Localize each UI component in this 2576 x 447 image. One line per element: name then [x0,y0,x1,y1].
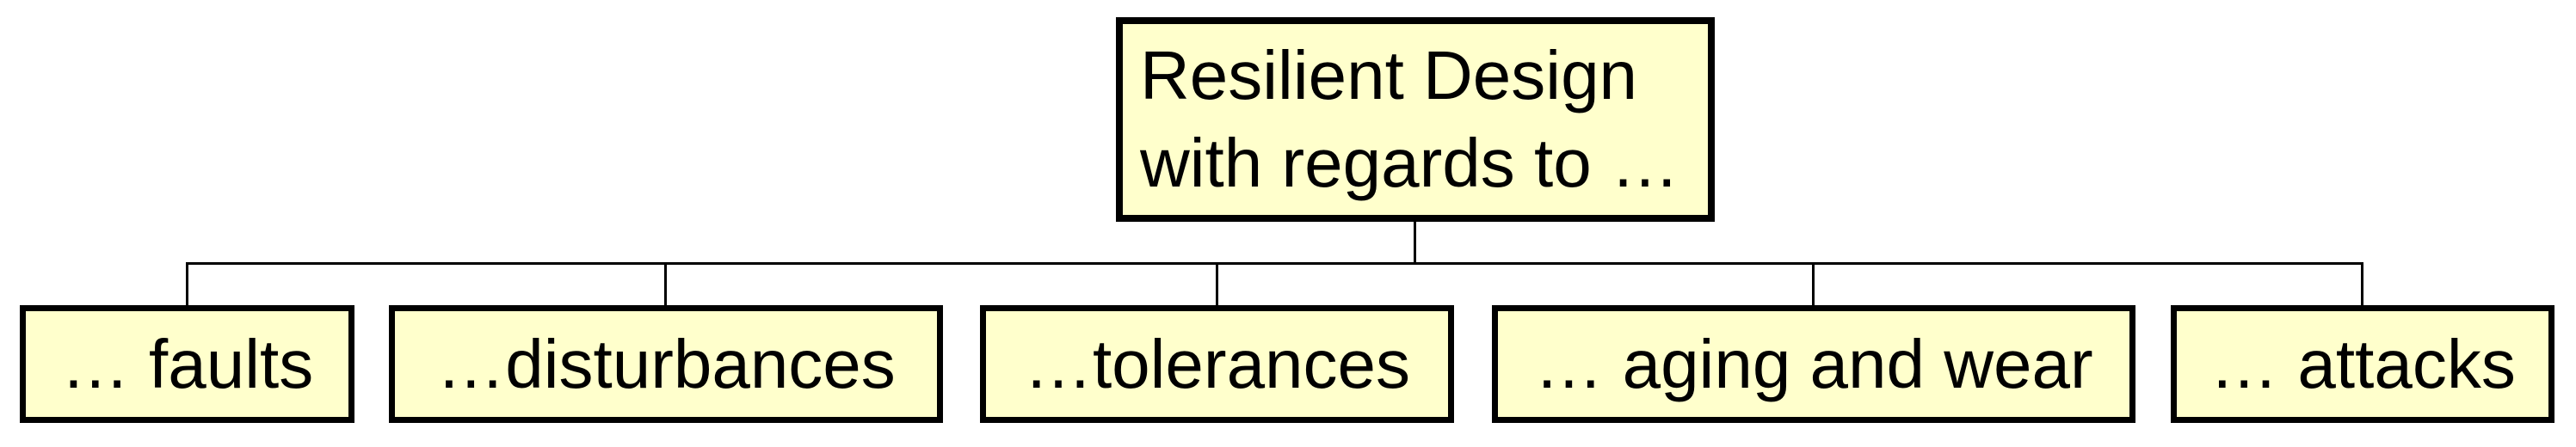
node-root-label-line-1: Resilient Design [1140,37,1638,113]
node-attacks: … attacks [2171,305,2554,423]
node-tolerances-label: …tolerances [1023,325,1411,402]
node-aging-and-wear-label: … aging and wear [1534,325,2093,402]
node-faults: … faults [20,305,354,423]
connector-horizontal-rail [186,262,2363,265]
node-root-label-line-2: with regards to … [1140,125,1679,201]
node-disturbances: …disturbances [389,305,943,423]
node-faults-label: … faults [60,325,314,402]
node-attacks-label: … attacks [2209,325,2516,402]
node-aging-and-wear: … aging and wear [1492,305,2135,423]
node-disturbances-label: …disturbances [436,325,896,402]
connector-root-stem [1414,220,1416,263]
node-tolerances: …tolerances [980,305,1454,423]
connector-drop-attacks [2361,263,2363,306]
node-root-resilient-design: Resilient Design with regards to … [1116,17,1715,222]
connector-drop-disturbances [664,263,667,306]
connector-drop-aging-and-wear [1812,263,1815,306]
connector-drop-faults [186,263,188,306]
connector-drop-tolerances [1216,263,1218,306]
